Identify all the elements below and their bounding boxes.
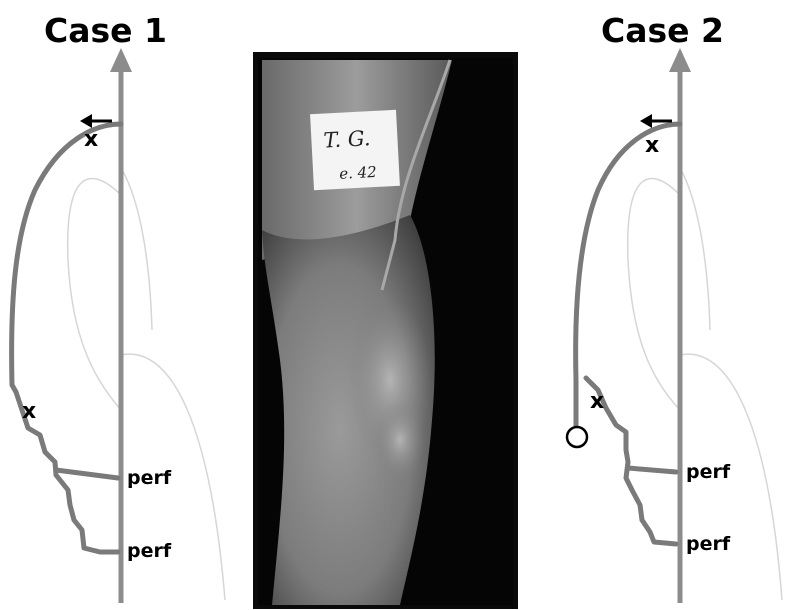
patient-label-line-2: e. 42 [339, 163, 377, 183]
case-1-panel: Case 1 x x perf perf [12, 11, 225, 603]
case-1-mark-upper: x [84, 127, 98, 152]
case-1-perf-lower: perf [127, 540, 172, 562]
case-2-perf-lower: perf [686, 533, 731, 555]
case-1-title: Case 1 [44, 11, 167, 50]
arrow-up-icon [110, 48, 132, 72]
case-2-thigh-contour [628, 178, 680, 410]
case-2-panel: Case 2 x x perf perf [567, 11, 782, 603]
case-1-perf-upper: perf [127, 467, 172, 489]
varicose-cluster-lower [375, 400, 425, 480]
case-2-mark-upper: x [645, 133, 659, 158]
case-1-saphenous-vein [12, 124, 121, 552]
case-2-title: Case 2 [601, 11, 724, 50]
patient-label-line-1: T. G. [323, 126, 371, 152]
case-1-thigh-contour [68, 178, 121, 410]
patient-label: T. G. e. 42 [310, 110, 400, 190]
arrow-left-icon [640, 114, 652, 128]
clinical-photo: T. G. e. 42 [253, 52, 518, 609]
circle-icon [567, 427, 587, 447]
case-2-mark-lower: x [590, 389, 604, 414]
arrow-left-icon [80, 114, 92, 128]
case-1-shin-contour [121, 168, 152, 330]
case-1-perforator-branch [56, 470, 118, 478]
case-2-perforator-branch [628, 468, 676, 472]
case-1-mark-lower: x [22, 399, 36, 424]
arrow-up-icon [669, 48, 691, 72]
case-2-shin-contour [680, 168, 710, 330]
case-2-perf-upper: perf [686, 461, 731, 483]
